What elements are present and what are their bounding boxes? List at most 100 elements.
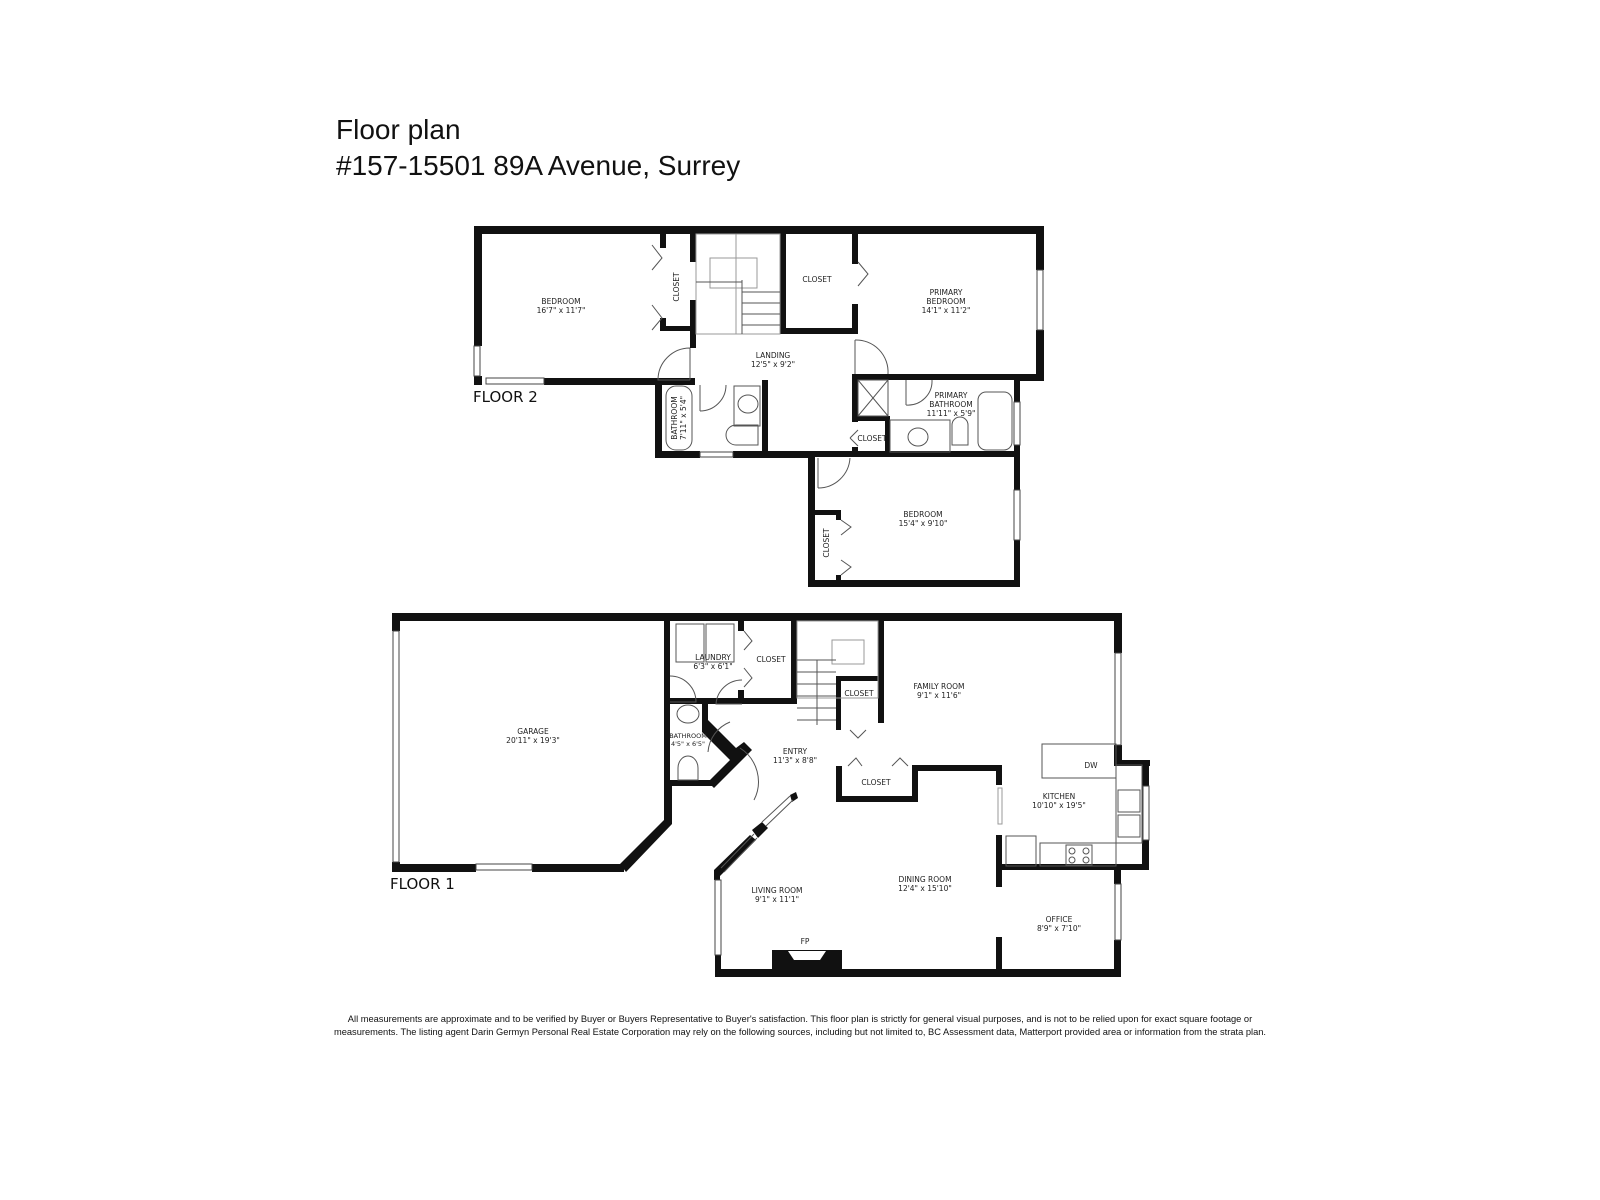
room-name: PRIMARY — [935, 391, 968, 400]
window — [473, 345, 481, 377]
room-name: BEDROOM — [541, 297, 580, 306]
room-name: CLOSET — [844, 689, 874, 698]
floor-2-plan: BEDROOM 16'7" x 11'7" CLOSET CLOSET PRIM… — [473, 226, 1044, 587]
wall — [620, 785, 672, 872]
window — [761, 795, 794, 827]
room-name: GARAGE — [517, 727, 549, 736]
fixtures — [675, 623, 1143, 867]
wall — [852, 226, 858, 264]
wall — [714, 835, 756, 880]
vanity — [889, 419, 951, 453]
wall — [1142, 760, 1149, 786]
wall — [1114, 864, 1149, 870]
wall — [474, 378, 482, 385]
sink-icon — [1117, 789, 1141, 813]
window — [720, 833, 758, 873]
room-name: OFFICE — [1046, 915, 1073, 924]
stairs — [796, 620, 879, 725]
wall — [852, 304, 858, 334]
wall — [392, 613, 1122, 621]
window — [714, 879, 722, 956]
room-name: PRIMARY — [930, 288, 963, 297]
wall — [836, 575, 841, 583]
wall — [690, 300, 696, 340]
fridge — [1005, 835, 1037, 867]
wall — [1114, 745, 1122, 765]
room-size: 15'4" x 9'10" — [899, 519, 948, 528]
wall — [912, 765, 1002, 771]
wall — [660, 226, 666, 248]
wall — [852, 416, 890, 421]
sink-icon — [907, 427, 929, 447]
wall — [1114, 760, 1150, 766]
window — [1013, 401, 1021, 446]
wall — [474, 226, 482, 346]
wall — [738, 690, 744, 704]
bathtub — [665, 385, 693, 451]
wall — [852, 447, 858, 457]
wall — [655, 380, 662, 458]
shower — [857, 379, 889, 417]
wall — [392, 613, 400, 631]
pocket-door — [997, 787, 1003, 825]
room-name: BATHROOM — [670, 396, 679, 439]
wall — [791, 613, 797, 704]
sink-icon — [1117, 814, 1141, 838]
room-size: 14'1" x 11'2" — [922, 306, 971, 315]
title-block: Floor plan #157-15501 89A Avenue, Surrey — [336, 112, 740, 184]
wall — [852, 374, 1020, 380]
wall — [738, 613, 744, 631]
wall — [752, 822, 768, 838]
wall — [790, 792, 798, 802]
wall — [544, 378, 666, 385]
room-size: 12'4" x 15'10" — [898, 884, 952, 893]
window — [699, 451, 734, 458]
dryer — [705, 623, 735, 663]
room-name: FAMILY ROOM — [913, 682, 964, 691]
wall — [808, 510, 840, 515]
window — [1013, 489, 1021, 541]
room-name: BATHROOM — [929, 400, 972, 409]
wall — [836, 676, 884, 681]
wall — [996, 864, 1121, 870]
room-size: 9'1" x 11'1" — [755, 895, 799, 904]
room-name: BEDROOM — [903, 510, 942, 519]
room-name: BATHROOM — [669, 732, 707, 740]
wall — [808, 451, 1020, 457]
room-name: DINING ROOM — [898, 875, 951, 884]
room-name: CLOSET — [756, 655, 786, 664]
sink-icon — [676, 704, 700, 724]
page-title: Floor plan — [336, 114, 461, 145]
wall — [836, 676, 841, 730]
wall — [1114, 864, 1121, 884]
doors — [651, 244, 933, 576]
room-name: ENTRY — [783, 747, 808, 756]
room-name: BEDROOM — [926, 297, 965, 306]
wall — [1014, 374, 1020, 402]
vanity — [733, 385, 761, 427]
counter — [1039, 842, 1117, 867]
disclaimer-line-2: measurements. The listing agent Darin Ge… — [333, 1027, 1267, 1037]
wall — [808, 452, 815, 587]
toilet-icon — [677, 755, 699, 781]
wall — [700, 704, 752, 788]
wall — [1014, 374, 1044, 381]
room-size: 11'11" x 5'9" — [927, 409, 976, 418]
window — [1142, 785, 1150, 841]
room-name: CLOSET — [822, 528, 831, 558]
room-size: 10'10" x 19'5" — [1032, 801, 1086, 810]
window — [1114, 883, 1122, 941]
bathtub — [977, 391, 1013, 451]
stove-icon — [1065, 844, 1093, 866]
disclaimer: All measurements are approximate and to … — [270, 1013, 1330, 1039]
property-address: #157-15501 89A Avenue, Surrey — [336, 150, 741, 181]
floor-2-label: FLOOR 2 — [473, 388, 538, 406]
counter — [1115, 764, 1143, 844]
window — [475, 863, 533, 871]
disclaimer-line-1: All measurements are approximate and to … — [347, 1014, 1253, 1024]
wall — [660, 318, 666, 330]
washer — [675, 623, 705, 663]
wall — [762, 380, 768, 458]
window — [485, 377, 545, 385]
toilet-icon — [725, 424, 759, 446]
